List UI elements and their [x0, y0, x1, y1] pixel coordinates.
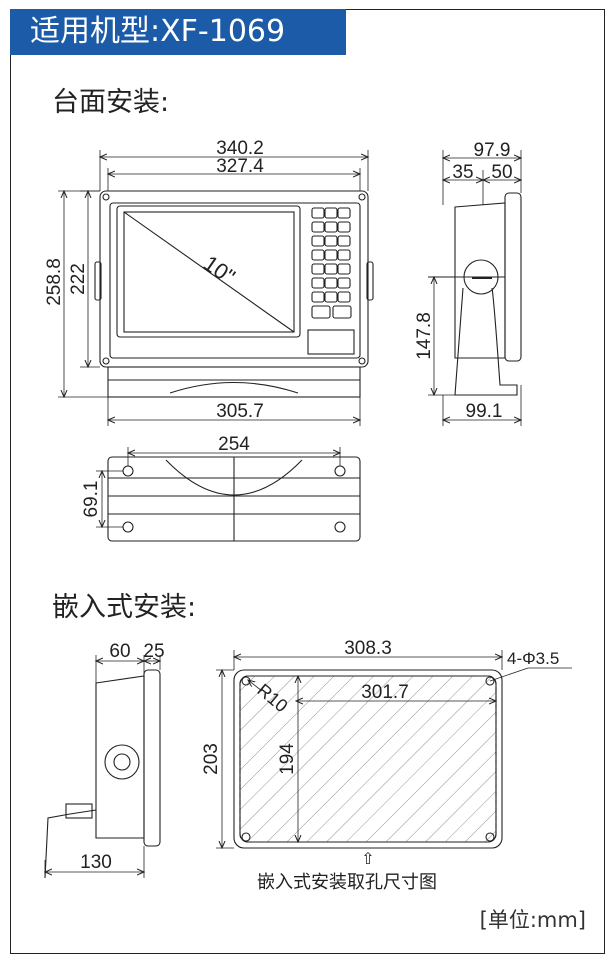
- front-bezel: [109, 202, 361, 359]
- dim-hole-depth: 69.1: [81, 481, 102, 518]
- screen: [123, 211, 295, 333]
- cutout-arrow-icon: ⇧: [361, 851, 374, 868]
- side-view: [428, 192, 522, 396]
- dim-holes: 4-Φ3.5: [507, 649, 559, 668]
- front-stand: [107, 366, 361, 398]
- dim-cut-outer-w: 308.3: [344, 638, 392, 659]
- dim-depth-total: 97.9: [474, 140, 511, 161]
- bottom-handle: [165, 459, 303, 496]
- cable: [44, 809, 97, 879]
- cutout-view: [233, 669, 503, 849]
- dim-width-inner: 327.4: [216, 156, 264, 177]
- connector: [65, 803, 93, 819]
- dim-height-outer: 258.8: [44, 258, 65, 306]
- dim-base-depth: 99.1: [466, 401, 503, 422]
- dim-flush-depth: 130: [80, 852, 112, 873]
- dim-cut-inner-h: 194: [277, 743, 298, 775]
- dim-flush-b: 25: [143, 641, 164, 662]
- left-knob: [94, 261, 102, 301]
- dim-width-outer: 340.2: [216, 138, 264, 159]
- dim-height-inner: 222: [68, 263, 89, 295]
- stand-logo: [169, 381, 299, 394]
- desk-mount-heading: 台面安装:: [52, 87, 170, 118]
- dim-depth-a: 35: [452, 162, 473, 183]
- dim-cut-outer-h: 203: [201, 743, 222, 775]
- flush-side-view: [44, 669, 161, 879]
- keypad: [311, 207, 352, 319]
- right-knob: [366, 261, 374, 301]
- panel-label-area: [307, 329, 355, 355]
- dim-cut-inner-w: 301.7: [361, 682, 409, 703]
- dim-depth-b: 50: [491, 162, 512, 183]
- screen-size: 10": [199, 250, 240, 289]
- screen-frame: [116, 205, 301, 338]
- dim-base-width: 305.7: [216, 401, 264, 422]
- dim-hole-span: 254: [218, 434, 250, 455]
- flush-knob: [104, 744, 140, 780]
- screen-diagonal: [123, 211, 295, 333]
- unit-label: [单位:mm]: [479, 908, 586, 932]
- side-bezel: [504, 192, 522, 362]
- dim-bracket-height: 147.8: [414, 312, 435, 360]
- flush-mount-heading: 嵌入式安装:: [52, 592, 197, 623]
- cutout-outer: [233, 669, 503, 849]
- front-housing: [99, 190, 369, 368]
- front-view: [94, 190, 374, 398]
- cutout-caption: 嵌入式安装取孔尺寸图: [257, 872, 437, 893]
- dim-flush-a: 60: [109, 641, 130, 662]
- model-title: 适用机型:XF-1069: [10, 9, 346, 55]
- flush-bezel: [143, 669, 161, 847]
- bottom-view: [107, 456, 361, 542]
